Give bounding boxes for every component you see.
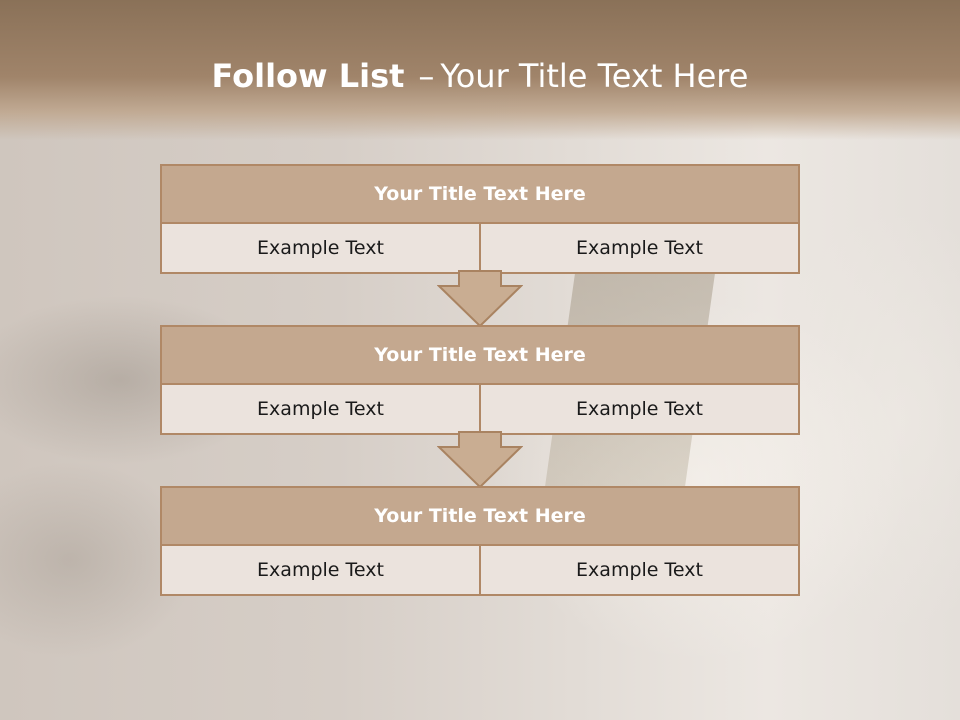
block-row: Example Text Example Text xyxy=(162,385,798,433)
title-rest: Your Title Text Here xyxy=(440,57,749,95)
list-block-3: Your Title Text Here Example Text Exampl… xyxy=(160,486,800,596)
down-arrow-icon xyxy=(437,270,523,328)
block-cell-left: Example Text xyxy=(162,224,479,272)
block-cell-right: Example Text xyxy=(479,385,798,433)
block-row: Example Text Example Text xyxy=(162,224,798,272)
block-title: Your Title Text Here xyxy=(162,327,798,385)
block-cell-right: Example Text xyxy=(479,546,798,594)
list-block-1: Your Title Text Here Example Text Exampl… xyxy=(160,164,800,274)
block-cell-right: Example Text xyxy=(479,224,798,272)
block-title: Your Title Text Here xyxy=(162,488,798,546)
header-band xyxy=(0,0,960,140)
slide-title: Follow List–Your Title Text Here xyxy=(0,52,960,100)
block-cell-left: Example Text xyxy=(162,385,479,433)
list-block-2: Your Title Text Here Example Text Exampl… xyxy=(160,325,800,435)
title-bold: Follow List xyxy=(211,57,405,95)
title-dash: – xyxy=(418,57,435,95)
block-title: Your Title Text Here xyxy=(162,166,798,224)
down-arrow-icon xyxy=(437,431,523,489)
block-row: Example Text Example Text xyxy=(162,546,798,594)
block-cell-left: Example Text xyxy=(162,546,479,594)
